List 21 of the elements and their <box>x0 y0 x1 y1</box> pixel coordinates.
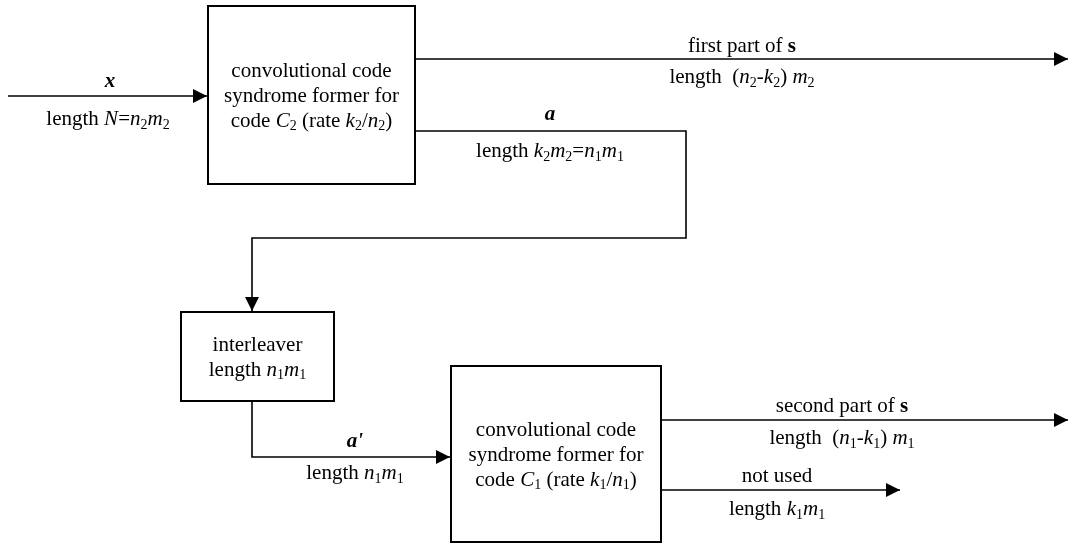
length-label: length (n$_{1}$-k$_{1}$) m$_{1}$ <box>769 425 915 449</box>
edge-label: a <box>544 101 556 125</box>
arrow <box>251 401 451 464</box>
process-box: interleaver length n$_{1}$m$_{1}$ <box>180 311 335 402</box>
arrow <box>661 413 1069 427</box>
edge-label: second part of s <box>775 393 909 417</box>
length-label: length k$_{1}$m$_{1}$ <box>728 496 826 520</box>
arrow <box>245 130 687 312</box>
length-label: length (n$_{2}$-k$_{2}$) m$_{2}$ <box>669 64 815 88</box>
length-label: length k$_{2}$m$_{2}$=n$_{1}$m$_{1}$ <box>476 138 624 162</box>
length-label: length n$_{1}$m$_{1}$ <box>306 460 404 484</box>
edge-label: not used <box>741 463 813 487</box>
edge-label: first part of s <box>688 33 796 57</box>
arrow <box>661 483 901 497</box>
edge-label: x <box>104 68 116 92</box>
process-box: convolutional code syndrome former for code C$_{1}$ (rate k$_{1}$/n$_{1}$) <box>450 365 662 543</box>
arrow <box>7 89 208 103</box>
process-box: convolutional code syndrome former for code C$_{2}$ (rate k$_{2}$/n$_{2}$) <box>207 5 416 185</box>
length-label: length N=n$_{2}$m$_{2}$ <box>46 106 170 130</box>
edge-label: a' <box>346 428 364 452</box>
arrow <box>415 52 1069 66</box>
